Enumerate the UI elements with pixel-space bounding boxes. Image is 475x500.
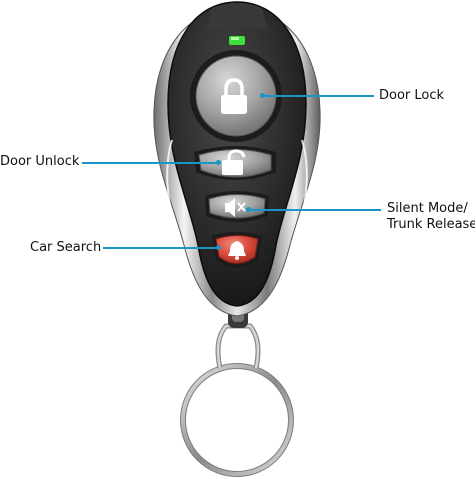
car-search-leader-dot [216,245,221,250]
bell-icon [228,241,246,260]
door-unlock-leader [82,162,218,164]
silent-mode-button[interactable] [205,191,269,222]
padlock-closed-icon [221,78,247,114]
door-lock-label: Door Lock [379,88,445,103]
car-search-leader [103,247,219,249]
door-unlock-leader-dot [216,160,221,165]
door-unlock-button[interactable] [194,146,276,180]
silent-mode-label-line1: Silent Mode/ [387,201,468,216]
speaker-muted-icon [225,198,246,217]
top-cap [206,3,268,30]
car-search-button[interactable] [212,232,262,268]
silent-mode-label-line2: Trunk Release [387,217,475,232]
door-lock-button[interactable] [190,50,282,142]
door-lock-leader [262,95,374,97]
door-unlock-label: Door Unlock [0,154,80,169]
silent-mode-leader [248,209,381,211]
car-search-label: Car Search [30,240,102,255]
silent-mode-leader-dot [246,207,251,212]
door-lock-leader-dot [260,93,265,98]
padlock-open-icon [222,149,246,175]
key-ring [180,323,294,477]
